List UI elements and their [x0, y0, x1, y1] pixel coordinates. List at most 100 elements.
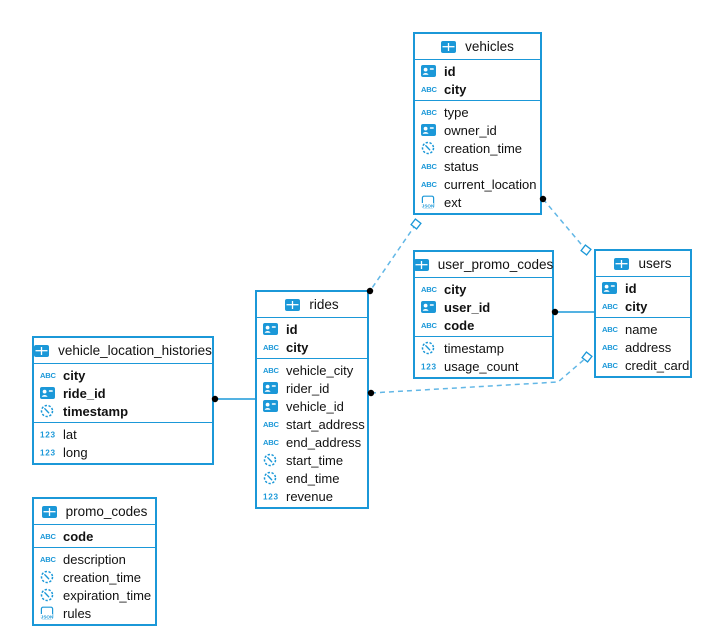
abc-icon: ABC [40, 531, 58, 541]
table-header[interactable]: vehicle_location_histories [34, 338, 212, 364]
abc-icon: ABC [421, 179, 439, 189]
column-row-ride_id[interactable]: ride_id [34, 384, 212, 402]
table-header[interactable]: users [596, 251, 690, 277]
table-header[interactable]: user_promo_codes [413, 252, 553, 278]
column-name: id [625, 280, 637, 296]
id-card-icon [263, 323, 281, 335]
column-name: rider_id [286, 380, 330, 396]
id-card-icon [263, 382, 281, 394]
column-name: vehicle_id [286, 398, 344, 414]
abc-icon: ABC [421, 107, 439, 117]
abc-icon: ABC [602, 324, 620, 334]
column-row-creation_time[interactable]: creation_time [34, 568, 155, 586]
column-name: expiration_time [63, 587, 152, 603]
column-row-owner_id[interactable]: owner_id [415, 121, 540, 139]
svg-text:ABC: ABC [602, 361, 619, 370]
svg-text:ABC: ABC [421, 108, 438, 117]
column-row-address[interactable]: ABC address [596, 338, 690, 356]
clock-icon [263, 471, 281, 485]
clock-icon [263, 453, 281, 467]
column-row-user_id[interactable]: user_id [415, 298, 552, 316]
column-row-timestamp[interactable]: timestamp [34, 402, 212, 420]
column-row-creation_time[interactable]: creation_time [415, 139, 540, 157]
svg-text:123: 123 [40, 430, 55, 439]
column-row-id[interactable]: id [257, 320, 367, 338]
column-row-vehicle_id[interactable]: vehicle_id [257, 397, 367, 415]
column-name: city [444, 281, 467, 297]
id-card-icon [263, 400, 281, 412]
abc-icon: ABC [421, 161, 439, 171]
table-header[interactable]: vehicles [415, 34, 540, 60]
column-row-start_time[interactable]: start_time [257, 451, 367, 469]
id-card-icon [421, 124, 439, 136]
clock-icon [421, 141, 439, 155]
svg-text:ABC: ABC [602, 325, 619, 334]
column-row-rider_id[interactable]: rider_id [257, 379, 367, 397]
column-name: city [625, 298, 648, 314]
column-name: long [63, 444, 88, 460]
column-name: owner_id [444, 122, 497, 138]
column-row-end_time[interactable]: end_time [257, 469, 367, 487]
column-row-expiration_time[interactable]: expiration_time [34, 586, 155, 604]
clock-icon [421, 341, 439, 355]
column-row-id[interactable]: id [415, 62, 540, 80]
column-row-code[interactable]: ABC code [34, 527, 155, 545]
column-name: id [286, 321, 298, 337]
svg-text:ABC: ABC [40, 555, 57, 564]
table-header[interactable]: promo_codes [34, 499, 155, 525]
column-row-id[interactable]: id [596, 279, 690, 297]
column-name: code [63, 528, 94, 544]
column-name: address [625, 339, 672, 355]
abc-icon: ABC [602, 342, 620, 352]
svg-text:JSON: JSON [422, 204, 435, 209]
column-row-timestamp[interactable]: timestamp [415, 339, 552, 357]
column-name: code [444, 317, 475, 333]
column-name: usage_count [444, 358, 519, 374]
table-name: rides [309, 297, 339, 312]
abc-icon: ABC [40, 554, 58, 564]
table-icon [41, 505, 60, 518]
table-icon [34, 344, 52, 357]
id-card-icon [40, 387, 58, 399]
column-name: rules [63, 605, 92, 621]
column-name: end_address [286, 434, 362, 450]
column-row-end_address[interactable]: ABC end_address [257, 433, 367, 451]
table-header[interactable]: rides [257, 292, 367, 318]
column-name: id [444, 63, 456, 79]
abc-icon: ABC [263, 419, 281, 429]
abc-icon: ABC [263, 437, 281, 447]
column-name: timestamp [444, 340, 504, 356]
